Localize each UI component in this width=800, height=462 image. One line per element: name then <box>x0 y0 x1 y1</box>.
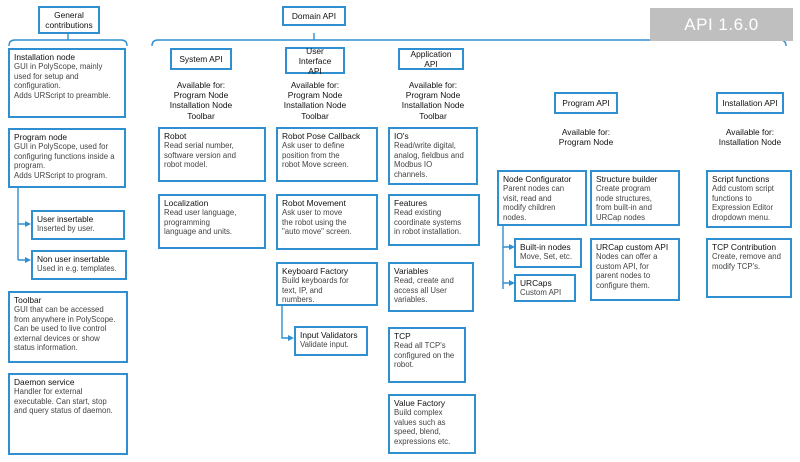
node-configurator-title: Node Configurator <box>503 174 572 184</box>
input-validators-title: Input Validators <box>300 330 358 340</box>
api-version-badge: API 1.6.0 <box>650 8 793 41</box>
program-node-box: Program node GUI in PolyScope, used for … <box>8 128 126 188</box>
installation-api-availability: Available for: Installation Node <box>718 127 782 148</box>
robot-title: Robot <box>164 131 187 141</box>
value-factory-box: Value Factory Build complex values such … <box>388 394 476 454</box>
tree-node-configurator <box>502 226 512 289</box>
daemon-service-body: Handler for external executable. Can sta… <box>14 387 113 416</box>
domain-api-header: Domain API <box>282 6 346 26</box>
robot-movement-box: Robot Movement Ask user to move the robo… <box>276 194 378 250</box>
urcap-custom-api-body: Nodes can offer a custom API, for parent… <box>596 252 658 290</box>
daemon-service-title: Daemon service <box>14 377 75 387</box>
user-interface-api-availability: Available for: Program Node Installation… <box>283 80 347 121</box>
ios-box: IO's Read/write digital, analog, fieldbu… <box>388 127 478 185</box>
bracket-general <box>8 39 128 47</box>
localization-box: Localization Read user language, program… <box>158 194 266 249</box>
user-insertable-box: User insertable Inserted by user. <box>31 210 125 240</box>
program-api-availability: Available for: Program Node <box>558 127 614 148</box>
features-body: Read existing coordinate systems in robo… <box>394 208 462 237</box>
robot-box: Robot Read serial number, software versi… <box>158 127 266 182</box>
robot-movement-title: Robot Movement <box>282 198 346 208</box>
tcp-contribution-body: Create, remove and modify TCP's. <box>712 252 781 271</box>
localization-title: Localization <box>164 198 209 208</box>
script-functions-box: Script functions Add custom script funct… <box>706 170 792 228</box>
robot-body: Read serial number, software version and… <box>164 141 236 170</box>
ios-body: Read/write digital, analog, fieldbus and… <box>394 141 464 179</box>
installation-api-header: Installation API <box>716 92 784 114</box>
value-factory-title: Value Factory <box>394 398 446 408</box>
user-interface-api-header: User Interface API <box>285 46 345 76</box>
urcap-custom-api-title: URCap custom API <box>596 242 669 252</box>
variables-box: Variables Read, create and access all Us… <box>388 262 474 312</box>
tcp-contribution-box: TCP Contribution Create, remove and modi… <box>706 238 792 298</box>
toolbar-title: Toolbar <box>14 295 42 305</box>
tcp-box: TCP Read all TCP's configured on the rob… <box>388 327 466 383</box>
robot-pose-callback-box: Robot Pose Callback Ask user to define p… <box>276 127 378 182</box>
system-api-availability: Available for: Program Node Installation… <box>169 80 233 121</box>
application-api-header: Application API <box>398 48 464 70</box>
bracket-domain <box>151 39 787 47</box>
installation-node-title: Installation node <box>14 52 75 62</box>
program-node-title: Program node <box>14 132 68 142</box>
toolbar-body: GUI that can be accessed from anywhere i… <box>14 305 116 353</box>
structure-builder-body: Create program node structures, from bui… <box>596 184 652 222</box>
user-insertable-body: Inserted by user. <box>37 224 95 233</box>
node-configurator-body: Parent nodes can visit, read and modify … <box>503 184 565 222</box>
structure-builder-title: Structure builder <box>596 174 658 184</box>
application-api-availability: Available for: Program Node Installation… <box>401 80 465 121</box>
built-in-nodes-body: Move, Set, etc. <box>520 252 573 261</box>
general-contributions-header: General contributions <box>38 6 100 34</box>
tcp-body: Read all TCP's configured on the robot. <box>394 341 455 370</box>
tcp-contribution-title: TCP Contribution <box>712 242 777 252</box>
program-node-body: GUI in PolyScope, used for configuring f… <box>14 142 115 180</box>
daemon-service-box: Daemon service Handler for external exec… <box>8 373 128 455</box>
urcaps-title: URCaps <box>520 278 552 288</box>
features-box: Features Read existing coordinate system… <box>388 194 480 246</box>
urcaps-box: URCaps Custom API <box>514 274 576 302</box>
script-functions-title: Script functions <box>712 174 770 184</box>
robot-pose-callback-body: Ask user to define position from the rob… <box>282 141 349 170</box>
non-user-insertable-box: Non user insertable Used in e.g. templat… <box>31 250 127 280</box>
variables-body: Read, create and access all User variabl… <box>394 276 454 305</box>
robot-pose-callback-title: Robot Pose Callback <box>282 131 361 141</box>
script-functions-body: Add custom script functions to Expressio… <box>712 184 774 222</box>
built-in-nodes-box: Built-in nodes Move, Set, etc. <box>514 238 582 268</box>
keyboard-factory-box: Keyboard Factory Build keyboards for tex… <box>276 262 378 306</box>
robot-movement-body: Ask user to move the robot using the "au… <box>282 208 352 237</box>
tcp-title: TCP <box>394 331 411 341</box>
localization-body: Read user language, programming language… <box>164 208 237 237</box>
non-user-insertable-body: Used in e.g. templates. <box>37 264 117 273</box>
variables-title: Variables <box>394 266 429 276</box>
non-user-insertable-title: Non user insertable <box>37 254 110 264</box>
built-in-nodes-title: Built-in nodes <box>520 242 571 252</box>
toolbar-box: Toolbar GUI that can be accessed from an… <box>8 291 128 363</box>
features-title: Features <box>394 198 428 208</box>
value-factory-body: Build complex values such as speed, blen… <box>394 408 451 446</box>
program-api-header: Program API <box>554 92 618 114</box>
ios-title: IO's <box>394 131 409 141</box>
system-api-header: System API <box>170 48 232 70</box>
input-validators-body: Validate input. <box>300 340 349 349</box>
user-insertable-title: User insertable <box>37 214 94 224</box>
input-validators-box: Input Validators Validate input. <box>294 326 368 356</box>
node-configurator-box: Node Configurator Parent nodes can visit… <box>497 170 587 226</box>
keyboard-factory-title: Keyboard Factory <box>282 266 349 276</box>
installation-node-box: Installation node GUI in PolyScope, main… <box>8 48 126 118</box>
urcaps-body: Custom API <box>520 288 562 297</box>
keyboard-factory-body: Build keyboards for text, IP, and number… <box>282 276 349 305</box>
urcap-custom-api-box: URCap custom API Nodes can offer a custo… <box>590 238 680 301</box>
structure-builder-box: Structure builder Create program node st… <box>590 170 680 226</box>
installation-node-body: GUI in PolyScope, mainly used for setup … <box>14 62 111 100</box>
tree-keyboard-factory <box>281 306 291 339</box>
